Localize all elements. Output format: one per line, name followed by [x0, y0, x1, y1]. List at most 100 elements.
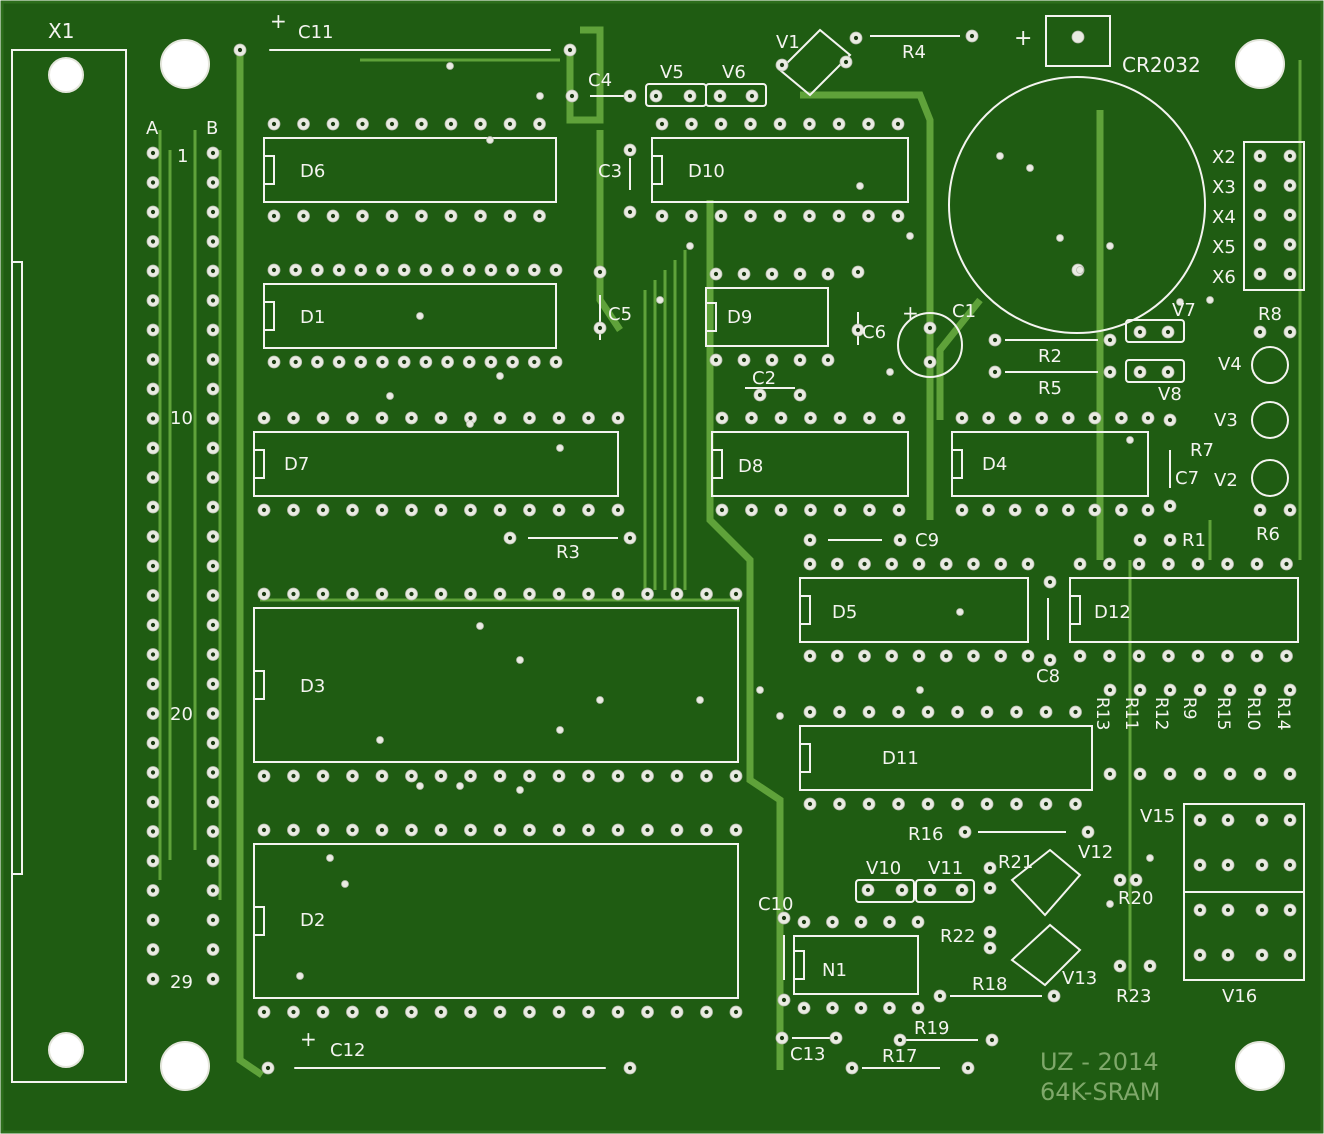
pad-hole: [210, 888, 216, 893]
pad-hole: [567, 47, 573, 53]
pad-hole: [478, 121, 483, 127]
pad-hole: [927, 325, 933, 331]
pin-header-block: [1193, 141, 1305, 962]
pad-hole: [1225, 561, 1230, 567]
pad-hole: [1225, 907, 1231, 913]
pad-hole: [944, 653, 949, 659]
via: [496, 372, 504, 380]
pad-hole: [315, 267, 320, 273]
pad-hole: [895, 213, 901, 219]
via: [656, 296, 664, 304]
via: [1076, 266, 1084, 274]
pad-hole: [150, 209, 156, 215]
label-r2: R2: [1038, 346, 1062, 367]
pad-hole: [1013, 507, 1018, 513]
pad-hole: [1257, 771, 1263, 777]
pad-hole: [837, 801, 842, 807]
pad-hole: [674, 591, 680, 597]
pad-hole: [866, 121, 871, 127]
pad-hole: [379, 415, 385, 421]
via: [776, 712, 784, 720]
pad-hole: [807, 561, 813, 567]
pad-hole: [150, 799, 156, 805]
pad-hole: [336, 267, 342, 273]
pad-hole: [1287, 242, 1293, 247]
label-v10: V10: [866, 858, 901, 879]
pad-hole: [674, 773, 680, 779]
small-components: [269, 28, 1289, 1069]
pad-hole: [210, 858, 216, 864]
pad-hole: [423, 359, 428, 365]
pad-hole: [497, 773, 503, 779]
pad-hole: [1284, 561, 1289, 567]
label-c5: C5: [608, 304, 632, 325]
label-c11-plus: +: [270, 9, 287, 33]
pad-hole: [350, 827, 355, 833]
pad-hole: [210, 563, 216, 569]
label-d7: D7: [284, 454, 309, 475]
pad-hole: [837, 415, 843, 421]
chip-outline: [799, 577, 1029, 643]
pad-hole: [704, 1009, 709, 1015]
via: [1146, 854, 1154, 862]
pad-hole: [210, 947, 216, 952]
chip-outline: [263, 283, 557, 349]
pad-hole: [1195, 561, 1201, 567]
label-r10: R10: [1243, 697, 1263, 730]
pad-hole: [778, 507, 784, 513]
label-row-29: 29: [170, 972, 193, 993]
pad-hole: [1119, 415, 1124, 421]
pad-hole: [1137, 537, 1143, 543]
label-v6: V6: [722, 62, 746, 83]
pad-hole: [825, 271, 831, 277]
pad-hole: [1167, 771, 1173, 777]
pad-hole: [291, 415, 296, 421]
label-v4: V4: [1218, 354, 1242, 375]
pad-hole: [825, 357, 831, 363]
pad-hole: [862, 561, 867, 567]
pad-hole: [1287, 771, 1293, 777]
pad-hole: [925, 709, 931, 715]
pad-hole: [291, 827, 296, 833]
pad-hole: [597, 325, 603, 331]
pad-hole: [1259, 907, 1265, 913]
pad-hole: [969, 33, 975, 39]
pad-hole: [350, 415, 355, 421]
pad-hole: [150, 268, 156, 274]
pad-hole: [210, 740, 216, 746]
pad-hole: [467, 267, 472, 273]
pad-hole: [615, 827, 621, 833]
label-v7: V7: [1172, 300, 1196, 321]
chip-outline: [263, 137, 557, 203]
label-c3: C3: [598, 161, 622, 182]
pad-hole: [987, 865, 993, 871]
pad-hole: [674, 827, 680, 833]
label-d10: D10: [688, 161, 725, 182]
pad-hole: [210, 711, 216, 716]
pad-hole: [468, 507, 473, 513]
label-v1: V1: [776, 32, 800, 53]
chip-outline: [951, 431, 1149, 497]
pad-hole: [150, 711, 156, 716]
pad-hole: [150, 770, 156, 775]
label-col-b: B: [206, 118, 218, 139]
pad-hole: [808, 507, 813, 513]
pad-hole: [808, 415, 813, 421]
vias: [233, 29, 1297, 1075]
label-d12: D12: [1094, 602, 1131, 623]
pad-hole: [835, 653, 840, 659]
pad-hole: [1287, 817, 1293, 823]
pad-hole: [807, 213, 812, 219]
pad-hole: [507, 535, 513, 541]
pad-hole: [1197, 817, 1203, 823]
label-r4: R4: [902, 42, 926, 63]
pad-hole: [1107, 653, 1112, 659]
pad-hole: [807, 801, 813, 807]
chip-notch: [706, 302, 717, 332]
via: [466, 420, 474, 428]
label-c10: C10: [758, 894, 793, 915]
pad-hole: [1145, 507, 1151, 513]
pad-hole: [527, 1009, 532, 1015]
pad-hole: [301, 213, 306, 219]
pad-hole: [330, 121, 336, 127]
